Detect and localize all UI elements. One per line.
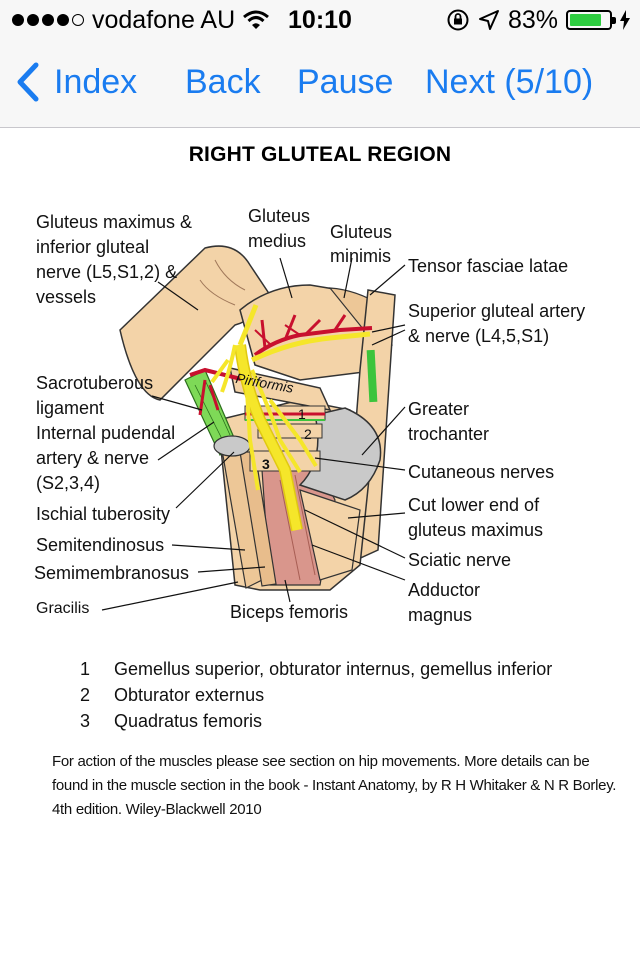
label-num-1: 1 xyxy=(298,406,306,422)
carrier-name: vodafone AU xyxy=(92,5,236,34)
label-gluteus-minimis-1: Gluteus xyxy=(330,222,393,242)
label-gluteus-medius-1: Gluteus xyxy=(248,206,311,226)
legend-item: 1 Gemellus superior, obturator internus,… xyxy=(80,656,620,682)
label-superior-gluteal-2: & nerve (L4,5,S1) xyxy=(408,326,550,346)
index-label: Index xyxy=(54,63,138,101)
superior-gluteal-nerve xyxy=(250,331,371,363)
label-pudendal-2: artery & nerve xyxy=(36,448,150,468)
label-gracilis: Gracilis xyxy=(36,600,90,617)
battery-percent: 83% xyxy=(507,5,558,34)
label-cutaneous-nerves: Cutaneous nerves xyxy=(408,462,555,482)
label-sciatic-nerve: Sciatic nerve xyxy=(408,550,512,570)
label-pudendal-1: Internal pudendal xyxy=(36,423,176,443)
label-biceps-femoris: Biceps femoris xyxy=(230,602,349,622)
pause-button[interactable]: Pause xyxy=(297,63,394,101)
cutaneous-nerves xyxy=(244,369,318,491)
chevron-left-icon xyxy=(17,62,39,102)
index-button[interactable]: Index xyxy=(14,62,137,102)
anatomy-illustration xyxy=(101,245,406,611)
status-right: 83% xyxy=(446,6,630,34)
legend-item: 2 Obturator externus xyxy=(80,682,620,708)
location-arrow-icon xyxy=(478,10,499,30)
status-time: 10:10 xyxy=(288,6,352,34)
label-tensor-fasciae-latae: Tensor fasciae latae xyxy=(408,256,569,276)
legend-number: 3 xyxy=(80,711,91,731)
figure-title: RIGHT GLUTEAL REGION xyxy=(188,143,452,166)
label-ischial-tuberosity: Ischial tuberosity xyxy=(36,504,171,524)
label-superior-gluteal-1: Superior gluteal artery xyxy=(408,301,586,321)
label-num-3: 3 xyxy=(262,456,270,472)
label-semimembranosus: Semimembranosus xyxy=(34,563,190,583)
legend-number: 1 xyxy=(80,659,91,679)
battery-level-fill xyxy=(570,14,601,26)
green-strip xyxy=(366,349,378,403)
navigation-bar: Index Back Pause Next (5/10) xyxy=(0,40,640,128)
label-semitendinosus: Semitendinosus xyxy=(36,535,165,555)
reference-note: For action of the muscles please see sec… xyxy=(52,753,617,818)
label-adductor-1: Adductor xyxy=(408,580,481,600)
gluteal-region-diagram: Gluteus maximus & inferior gluteal nerve… xyxy=(0,170,640,640)
label-gluteus-medius-2: medius xyxy=(248,231,307,251)
legend-text: Quadratus femoris xyxy=(114,711,263,731)
charging-bolt-icon xyxy=(620,10,630,30)
legend-text: Obturator externus xyxy=(114,685,265,705)
label-sacrotuberous-1: Sacrotuberous xyxy=(36,373,154,393)
rotation-lock-icon xyxy=(447,9,469,31)
leader-lines xyxy=(101,257,406,611)
label-gluteus-minimis-2: minimis xyxy=(330,246,391,266)
back-button[interactable]: Back xyxy=(185,63,261,101)
legend: 1 Gemellus superior, obturator internus,… xyxy=(80,656,620,734)
next-button[interactable]: Next (5/10) xyxy=(425,63,594,101)
label-gluteus-maximus-1: Gluteus maximus & xyxy=(36,212,193,232)
label-greater-trochanter-1: Greater xyxy=(408,399,470,419)
status-bar: vodafone AU 10:10 83% xyxy=(0,0,640,40)
label-cut-lower-2: gluteus maximus xyxy=(408,520,544,540)
label-gluteus-maximus-2: inferior gluteal xyxy=(36,237,150,257)
ischial-tuberosity-shape xyxy=(213,435,251,457)
label-greater-trochanter-2: trochanter xyxy=(408,424,490,444)
wifi-icon xyxy=(243,10,270,29)
label-gluteus-maximus-4: vessels xyxy=(36,287,97,307)
label-adductor-2: magnus xyxy=(408,605,473,625)
legend-text: Gemellus superior, obturator internus, g… xyxy=(114,659,553,679)
label-pudendal-3: (S2,3,4) xyxy=(36,473,101,493)
legend-number: 2 xyxy=(80,685,91,705)
legend-item: 3 Quadratus femoris xyxy=(80,708,620,734)
signal-strength-icon xyxy=(12,14,84,26)
label-num-2: 2 xyxy=(304,426,312,442)
status-left: vodafone AU xyxy=(12,5,270,34)
label-gluteus-maximus-3: nerve (L5,S1,2) & xyxy=(36,262,178,282)
battery-icon xyxy=(566,10,616,30)
label-cut-lower-1: Cut lower end of xyxy=(408,495,540,515)
label-sacrotuberous-2: ligament xyxy=(36,398,105,418)
